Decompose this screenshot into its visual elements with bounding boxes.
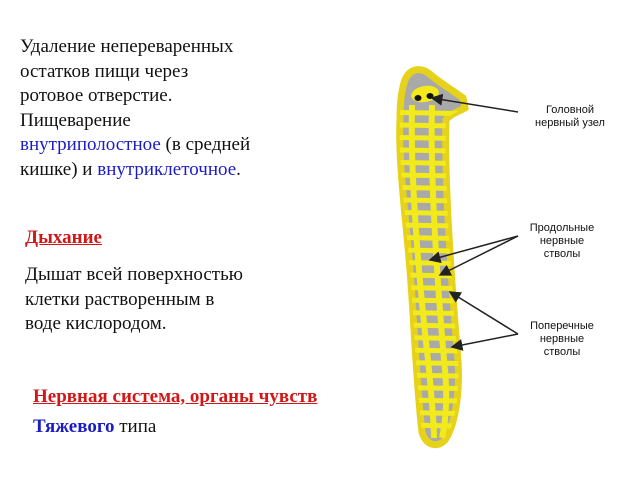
transverse-nerve-rung: [399, 347, 466, 354]
transverse-nerve-rung: [399, 284, 466, 292]
digestion-line-3: ротовое отверстие.: [20, 85, 173, 106]
cord-type-term: Тяжевого: [33, 416, 115, 437]
transverse-nerve-rung: [399, 272, 466, 279]
trans-label-line-2: нервные: [539, 333, 585, 345]
transverse-nerve-rung: [399, 259, 466, 267]
transverse-nerve-rung: [399, 222, 466, 229]
nerve-ladder: [399, 104, 466, 439]
long-label-line-3: стволы: [543, 248, 581, 260]
long-label-line-2: нервные: [539, 235, 585, 247]
transverse-cords-label: Поперечные нервные стволы: [522, 320, 602, 359]
left-longitudinal-cord: [408, 104, 437, 439]
intracellular-term: внутриклеточное: [97, 158, 237, 180]
trans-label-line-1: Поперечные: [530, 320, 594, 332]
head-label-line-2: нервный узел: [535, 117, 605, 129]
type-rest: типа: [114, 416, 157, 437]
intracavitary-term: внутриполостное: [20, 134, 161, 155]
breathing-line-3: воде кислородом.: [25, 313, 167, 334]
arrow-longitudinal-1: [438, 235, 519, 276]
head-label-line-1: Головной: [546, 104, 594, 116]
transverse-nerve-rung: [399, 334, 466, 342]
digestion-line-5: внутриполостное (в средней: [20, 133, 350, 158]
breathing-heading: Дыхание: [25, 227, 102, 248]
digestion-line-2: остатков пищи через: [20, 60, 189, 82]
transverse-nerve-rung: [399, 247, 466, 254]
arrow-head-ganglion: [430, 93, 519, 113]
breathing-paragraph: Дышат всей поверхностью клетки растворен…: [25, 263, 335, 337]
breathing-line-2: клетки растворенным в: [25, 288, 215, 310]
transverse-nerve-rung: [399, 322, 466, 329]
transverse-nerve-rung: [399, 309, 466, 317]
digestion-line-1: Удаление непереваренных: [20, 36, 234, 57]
arrow-transverse-2: [450, 333, 519, 351]
nervous-system-block: Нервная система, органы чувств Тяжевого …: [33, 385, 375, 445]
digestion-line-6-end: .: [236, 158, 241, 180]
transverse-nerve-rung: [399, 297, 466, 304]
nervous-type-line: Тяжевого типа: [33, 415, 156, 439]
digestion-line-5-rest: (в средней: [160, 134, 251, 155]
transverse-nerve-rung: [399, 422, 466, 429]
digestion-line-6: кишке) и внутриклеточное.: [20, 158, 350, 183]
long-label-line-1: Продольные: [529, 222, 595, 234]
head-ganglion-label: Головной нервный узел: [520, 104, 620, 130]
arrow-longitudinal-2: [428, 235, 519, 264]
nervous-system-heading: Нервная система, органы чувств: [33, 386, 318, 407]
transverse-nerve-rung: [399, 234, 466, 242]
transverse-nerve-rung: [399, 197, 466, 204]
digestion-line-4: Пищеварение: [20, 109, 131, 131]
transverse-nerve-rung: [399, 209, 466, 217]
longitudinal-cords-label: Продольные нервные стволы: [522, 222, 602, 261]
digestion-line-6-start: кишке) и: [20, 158, 98, 180]
trans-label-line-3: стволы: [543, 346, 581, 358]
right-longitudinal-cord: [428, 104, 450, 439]
flatworm-diagram: [396, 66, 519, 449]
arrow-transverse-1: [448, 291, 519, 335]
left-eyespot: [414, 95, 422, 101]
digestion-paragraph: Удаление непереваренных остатков пищи че…: [20, 35, 350, 182]
breathing-line-1: Дышат всей поверхностью: [25, 264, 243, 285]
